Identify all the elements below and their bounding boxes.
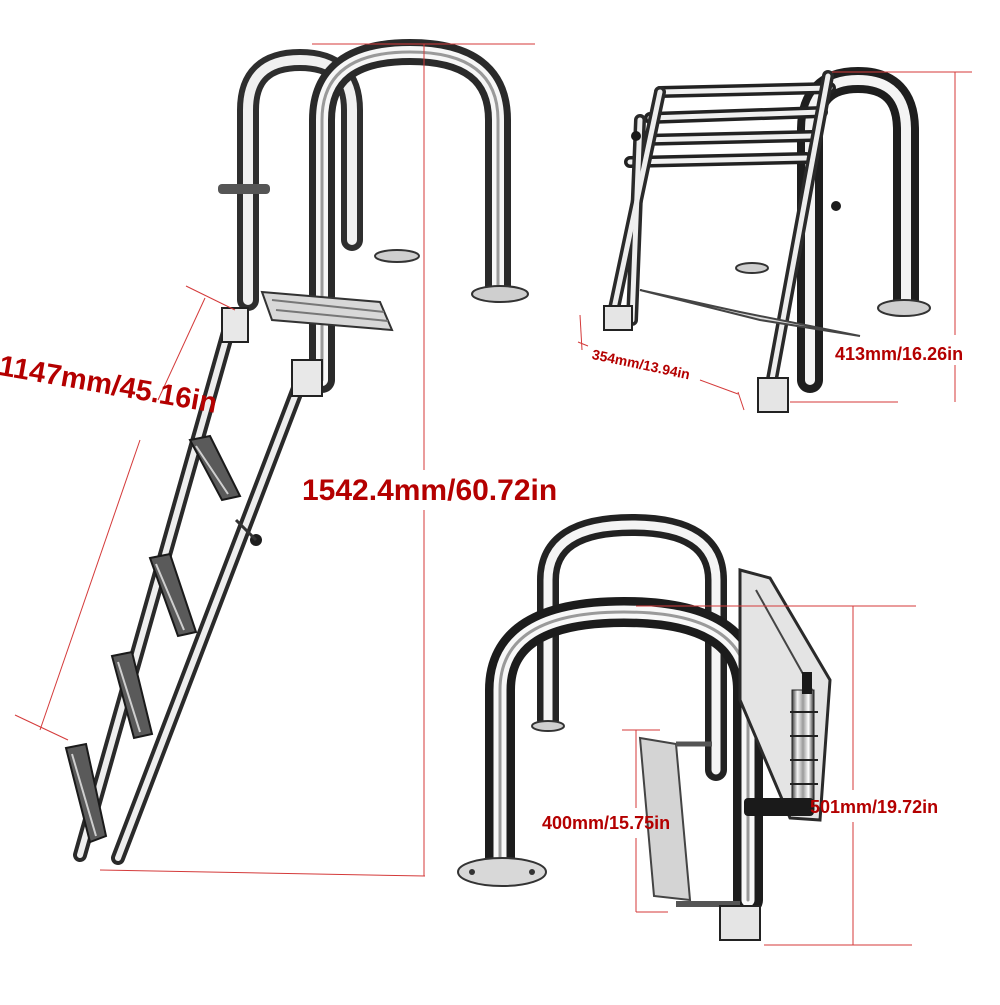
dimension-lines-bottom-right: [622, 605, 916, 946]
side-view-ladder: [457, 513, 832, 941]
total-height-label: 1542.4mm/60.72in: [302, 474, 558, 507]
folded-ladder: [603, 66, 931, 413]
arch-height-label: 501mm/19.72in: [810, 797, 939, 817]
dimension-lines-left: [14, 43, 535, 877]
unfolded-ladder: [64, 38, 529, 865]
base-height-label: 400mm/15.75in: [542, 813, 671, 833]
dimension-lines-top-right: [577, 71, 972, 411]
folded-width-label: 413mm/16.26in: [835, 344, 964, 364]
